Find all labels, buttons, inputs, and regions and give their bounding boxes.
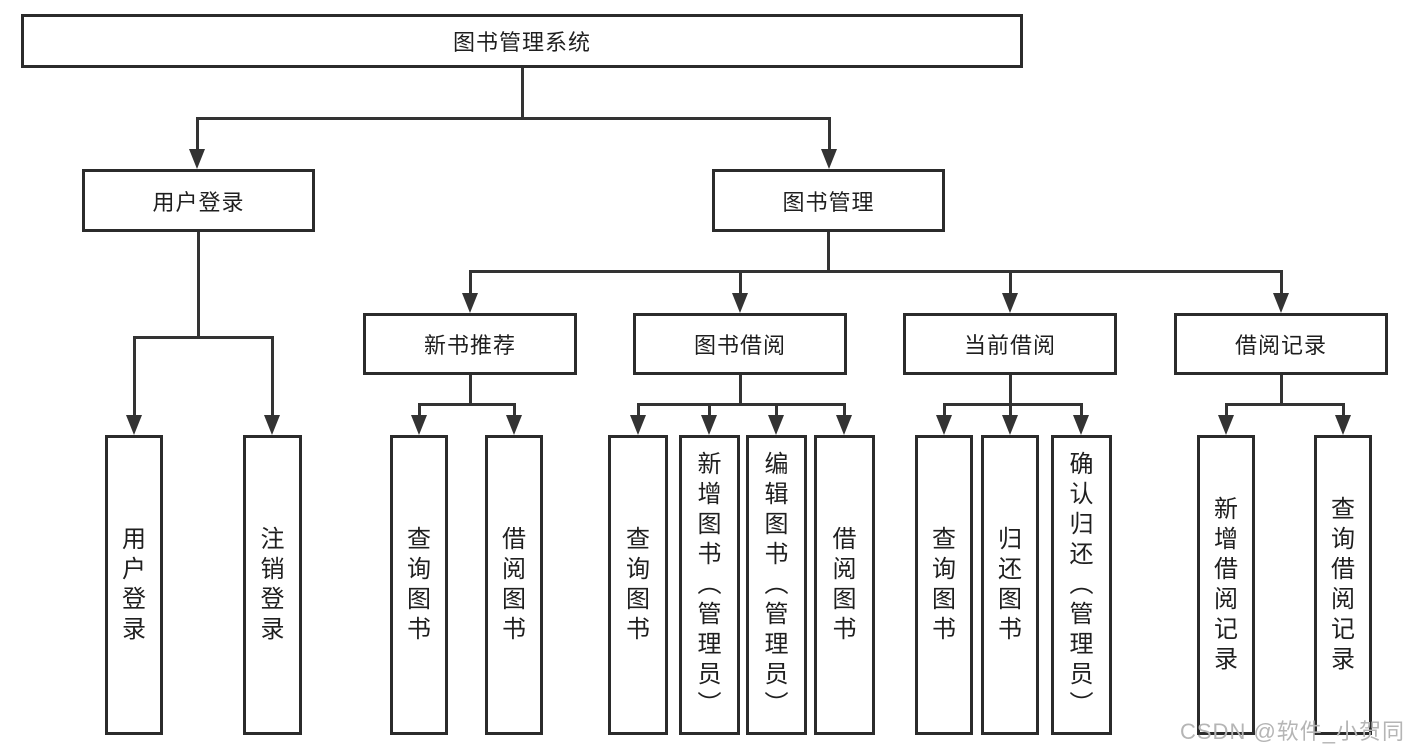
arrow-down-icon (701, 415, 717, 435)
arrow-down-icon (1335, 415, 1351, 435)
arrow-down-icon (768, 415, 784, 435)
leaf-bb-add-books-admin: 新 增 图 书 ︵ 管 理 员 ︶ (679, 435, 740, 735)
connector-line (739, 375, 742, 405)
connector-line (637, 403, 640, 418)
connector-line (775, 403, 778, 418)
arrow-down-icon (462, 293, 478, 313)
connector-line (1280, 270, 1283, 296)
connector-line (134, 336, 273, 339)
watermark: CSDN @软件_小贺同学 (1180, 719, 1405, 744)
node-book-borrowing: 图书借阅 (633, 313, 847, 375)
connector-line (196, 117, 199, 151)
arrow-down-icon (1002, 293, 1018, 313)
connector-line (1009, 375, 1012, 405)
leaf-logout: 注 销 登 录 (243, 435, 302, 735)
connector-line (1226, 403, 1344, 406)
connector-line (1080, 403, 1083, 418)
arrow-down-icon (1218, 415, 1234, 435)
connector-line (638, 403, 845, 406)
leaf-nbr-query-books: 查 询 图 书 (390, 435, 448, 735)
connector-line (133, 336, 136, 418)
connector-line (1342, 403, 1345, 418)
connector-line (708, 403, 711, 418)
connector-line (521, 68, 524, 119)
connector-line (470, 270, 1281, 273)
arrow-down-icon (1073, 415, 1089, 435)
node-user-login: 用户登录 (82, 169, 315, 232)
node-current-borrowing: 当前借阅 (903, 313, 1117, 375)
connector-line (469, 375, 472, 405)
leaf-bb-edit-books-admin: 编 辑 图 书 ︵ 管 理 员 ︶ (746, 435, 807, 735)
arrow-down-icon (264, 415, 280, 435)
connector-line (943, 403, 946, 418)
node-library-system: 图书管理系统 (21, 14, 1023, 68)
connector-line (197, 117, 830, 120)
arrow-down-icon (506, 415, 522, 435)
connector-line (1009, 270, 1012, 296)
node-borrowing-records: 借阅记录 (1174, 313, 1388, 375)
arrow-down-icon (189, 149, 205, 169)
leaf-bb-borrow-books: 借 阅 图 书 (814, 435, 875, 735)
connector-line (739, 270, 742, 296)
connector-line (197, 232, 200, 338)
connector-line (944, 403, 1082, 406)
connector-line (843, 403, 846, 418)
arrow-down-icon (936, 415, 952, 435)
connector-line (513, 403, 516, 418)
leaf-cb-query-books: 查 询 图 书 (915, 435, 973, 735)
leaf-cb-return-books: 归 还 图 书 (981, 435, 1039, 735)
leaf-nbr-borrow-books: 借 阅 图 书 (485, 435, 543, 735)
arrow-down-icon (1273, 293, 1289, 313)
connector-line (271, 336, 274, 418)
connector-line (827, 232, 830, 272)
leaf-br-query-record: 查 询 借 阅 记 录 (1314, 435, 1372, 735)
arrow-down-icon (821, 149, 837, 169)
arrow-down-icon (126, 415, 142, 435)
connector-line (419, 403, 515, 406)
connector-line (1280, 375, 1283, 405)
leaf-user-login: 用 户 登 录 (105, 435, 163, 735)
node-book-management: 图书管理 (712, 169, 945, 232)
connector-line (469, 270, 472, 296)
connector-line (1009, 403, 1012, 418)
connector-line (418, 403, 421, 418)
leaf-bb-query-books: 查 询 图 书 (608, 435, 668, 735)
arrow-down-icon (411, 415, 427, 435)
arrow-down-icon (1002, 415, 1018, 435)
node-new-book-recommend: 新书推荐 (363, 313, 577, 375)
arrow-down-icon (630, 415, 646, 435)
arrow-down-icon (836, 415, 852, 435)
leaf-cb-confirm-return-admin: 确 认 归 还 ︵ 管 理 员 ︶ (1051, 435, 1112, 735)
connector-line (828, 117, 831, 151)
connector-line (1225, 403, 1228, 418)
leaf-br-add-record: 新 增 借 阅 记 录 (1197, 435, 1255, 735)
arrow-down-icon (732, 293, 748, 313)
